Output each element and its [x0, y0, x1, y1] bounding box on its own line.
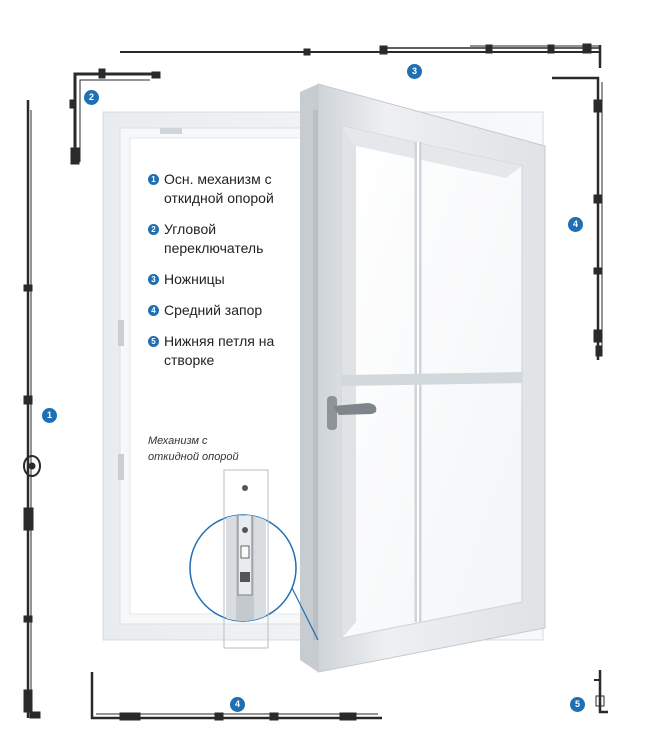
- legend-item-5: 5 Нижняя петля на створке: [148, 332, 308, 370]
- window-handle: [327, 396, 377, 430]
- marker-scissors: 3: [407, 64, 422, 79]
- legend-label: Осн. механизм с откидной опорой: [164, 171, 274, 206]
- marker-main-mechanism: 1: [42, 408, 57, 423]
- legend-item-3: 3 Ножницы: [148, 270, 308, 289]
- marker-bottom-hinge: 5: [570, 697, 585, 712]
- legend-label: Угловой переключатель: [164, 221, 264, 256]
- legend-number-badge: 3: [148, 274, 159, 285]
- scissors-hardware: [120, 43, 602, 68]
- legend-item-4: 4 Средний запор: [148, 301, 308, 320]
- legend-label: Нижняя петля на створке: [164, 333, 275, 368]
- zoom-detail: [189, 469, 319, 649]
- marker-corner-switch: 2: [84, 90, 99, 105]
- middle-lock-hardware-right: [552, 76, 603, 360]
- main-mechanism-hardware: [23, 100, 41, 719]
- legend-number-badge: 1: [148, 174, 159, 185]
- legend: 1 Осн. механизм с откидной опорой 2 Угло…: [148, 170, 308, 382]
- corner-switch-hardware: [69, 68, 161, 165]
- legend-label: Ножницы: [164, 271, 225, 287]
- legend-number-badge: 2: [148, 224, 159, 235]
- legend-label: Средний запор: [164, 302, 263, 318]
- bottom-hinge-hardware: [594, 670, 608, 714]
- legend-number-badge: 5: [148, 336, 159, 347]
- zoom-caption: Механизм с откидной опорой: [148, 435, 239, 463]
- legend-item-1: 1 Осн. механизм с откидной опорой: [148, 170, 308, 208]
- marker-middle-lock-bottom: 4: [230, 697, 245, 712]
- middle-lock-hardware-bottom: [90, 672, 382, 721]
- window-sash: [300, 83, 546, 673]
- legend-item-2: 2 Угловой переключатель: [148, 220, 308, 258]
- legend-number-badge: 4: [148, 305, 159, 316]
- marker-middle-lock-right: 4: [568, 217, 583, 232]
